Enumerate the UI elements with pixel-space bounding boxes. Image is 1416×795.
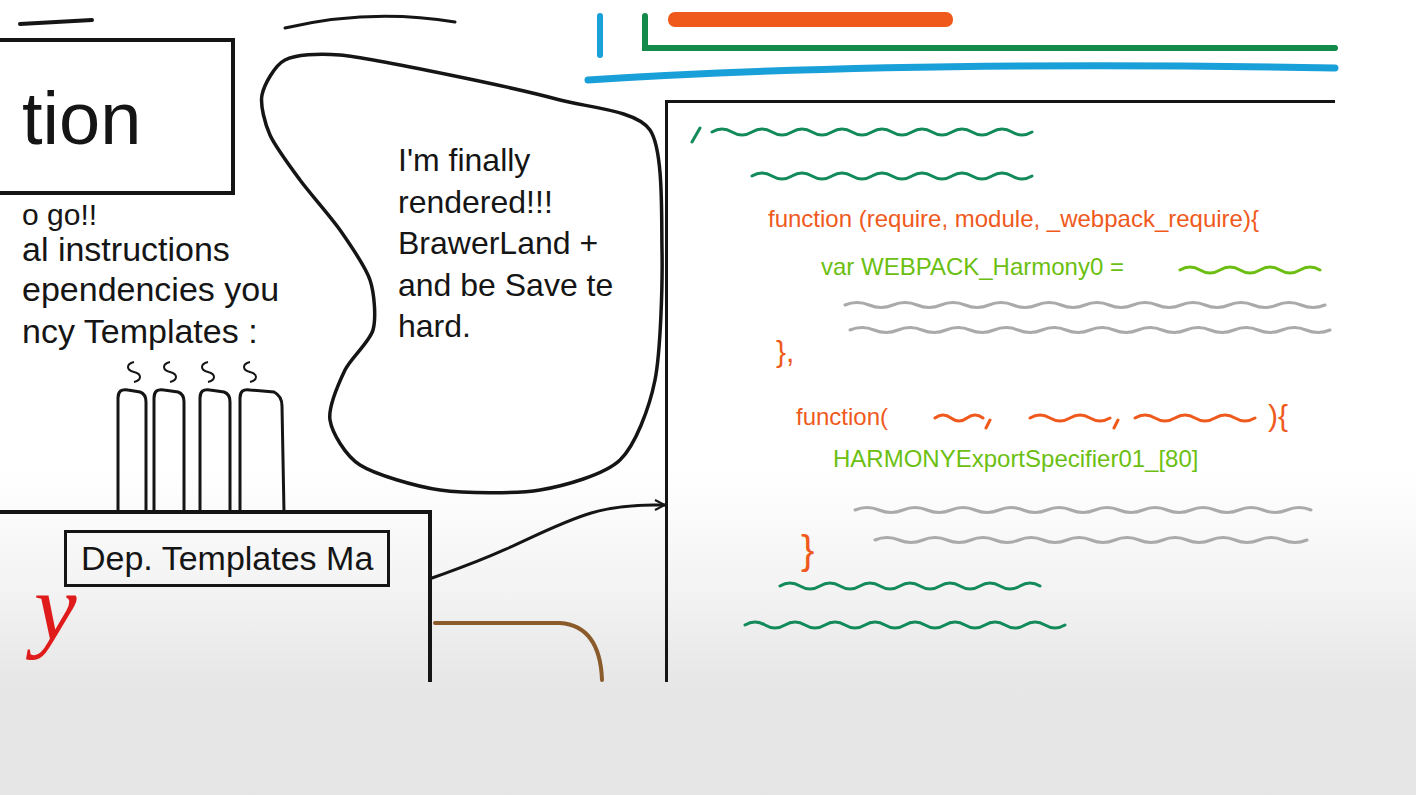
- box-label: Dep. Templates Ma: [64, 530, 390, 587]
- brown-line: [435, 623, 602, 680]
- code-line: function (require, module, _webpack_requ…: [768, 205, 1259, 233]
- code-squiggle: [692, 128, 1032, 142]
- bubble-outline: [262, 54, 663, 493]
- code-squiggle: [855, 508, 1311, 513]
- flow-arrow: [432, 505, 665, 578]
- code-squiggle: [745, 622, 1065, 628]
- code-line: HARMONYExportSpecifier01_[80]: [833, 445, 1198, 473]
- note-text: ncy Templates :: [22, 312, 258, 351]
- template-column: [240, 390, 284, 512]
- code-squiggle: [780, 583, 1040, 589]
- code-line: }: [801, 527, 814, 573]
- template-column: [154, 390, 184, 512]
- code-line: var WEBPACK_Harmony0 =: [821, 253, 1124, 281]
- template-column: [200, 390, 230, 512]
- partial-shape-line: [20, 20, 92, 24]
- code-squiggle: [875, 538, 1307, 543]
- code-squiggle: [1180, 267, 1320, 273]
- note-text: o go!!: [22, 198, 97, 233]
- template-column: [118, 390, 146, 512]
- red-mark: y: [34, 560, 77, 656]
- title-box: tion: [0, 38, 235, 195]
- code-line: ){: [1268, 399, 1288, 434]
- code-squiggle: [752, 173, 1032, 179]
- code-squiggle: [850, 328, 1330, 333]
- template-squiggle: [244, 362, 256, 382]
- green-frame-line: [645, 16, 1335, 48]
- code-squiggle: [935, 415, 1255, 428]
- template-squiggle: [202, 362, 214, 382]
- template-squiggle: [128, 362, 140, 382]
- orange-bar: [668, 12, 953, 27]
- code-squiggle: [845, 303, 1325, 308]
- note-text: al instructions: [22, 230, 230, 269]
- speech-text: I'm finally rendered!!! BrawerLand + and…: [398, 140, 638, 348]
- code-line: function(: [796, 403, 888, 431]
- code-line: },: [776, 335, 794, 370]
- partial-bubble-arc: [285, 16, 455, 28]
- blue-frame-line: [597, 16, 603, 55]
- section-title: tion: [22, 76, 141, 161]
- speech-bubble: I'm finally rendered!!! BrawerLand + and…: [258, 52, 668, 498]
- note-text: ependencies you: [22, 270, 279, 309]
- code-panel: function (require, module, _webpack_requ…: [665, 100, 1335, 682]
- template-squiggle: [164, 362, 176, 382]
- blue-frame-line: [588, 66, 1335, 80]
